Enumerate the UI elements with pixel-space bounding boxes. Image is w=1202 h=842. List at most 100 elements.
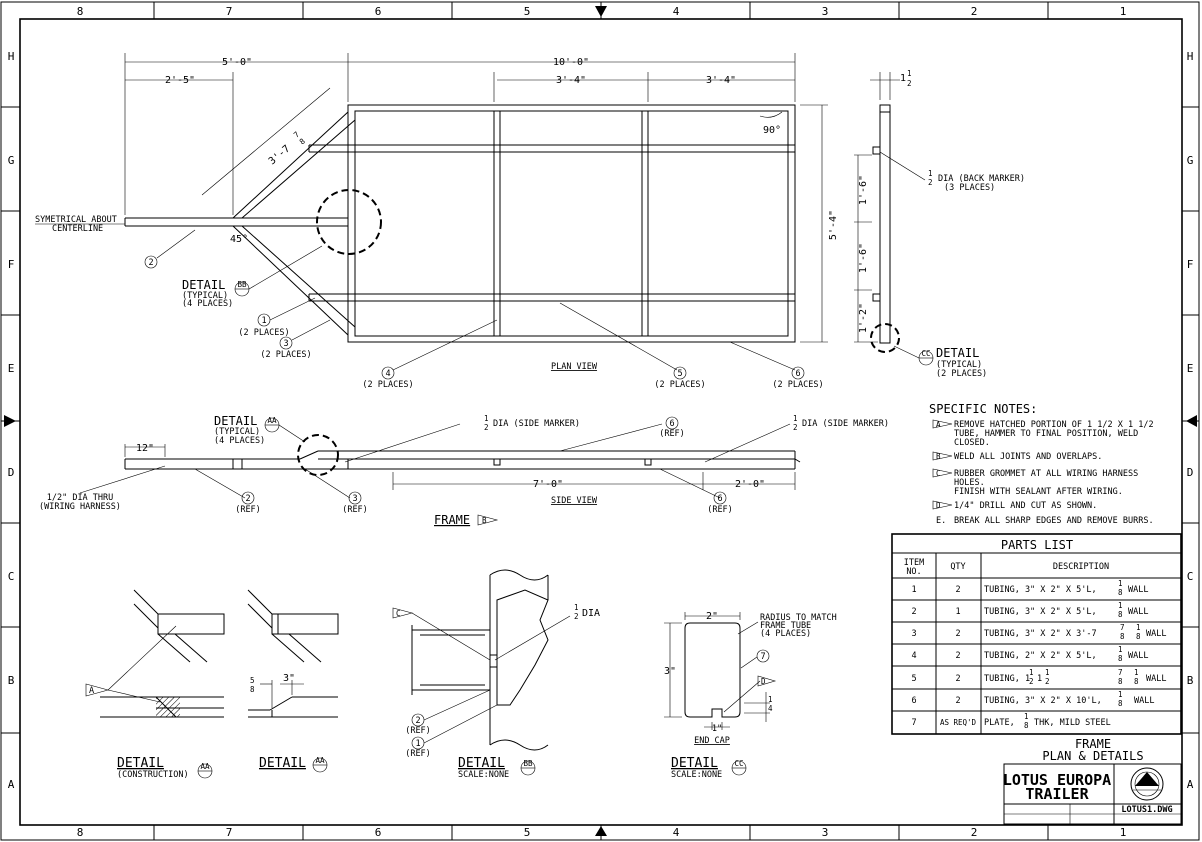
svg-text:THK, MILD STEEL: THK, MILD STEEL (1034, 718, 1111, 728)
svg-text:1: 1 (415, 739, 420, 749)
svg-text:1: 1 (955, 607, 960, 617)
svg-text:TUBING, 3" X 2" X 3'-7: TUBING, 3" X 2" X 3'-7 (984, 629, 1097, 639)
callout-note: (2 PLACES) (260, 350, 311, 360)
svg-text:WALL: WALL (1128, 585, 1148, 595)
svg-text:(TYPICAL): (TYPICAL) (182, 291, 228, 301)
svg-text:3'-7: 3'-7 (267, 143, 293, 167)
svg-text:DETAIL: DETAIL (117, 756, 164, 771)
note-line: CLOSED. (954, 438, 990, 448)
svg-text:7: 7 (1118, 668, 1123, 677)
col-label: 6 (375, 5, 382, 18)
row-label: G (8, 154, 15, 167)
svg-text:DIA (SIDE MARKER): DIA (SIDE MARKER) (493, 419, 580, 429)
svg-text:1: 1 (928, 169, 933, 178)
callout-number: 2 (148, 258, 153, 268)
drill-note: 1/2" DIA THRU (47, 493, 114, 503)
svg-text:6: 6 (911, 696, 916, 706)
col-label: 2 (971, 826, 978, 839)
svg-text:(2 PLACES): (2 PLACES) (936, 369, 987, 379)
svg-text:AS REQ'D: AS REQ'D (940, 718, 977, 727)
dim-label: 1'-6" (858, 175, 869, 205)
svg-text:2: 2 (955, 651, 960, 661)
detail-cc-marker (870, 323, 900, 353)
svg-text:1: 1 (1029, 668, 1034, 677)
center-arrow-icon (595, 6, 607, 17)
svg-text:4: 4 (768, 704, 773, 713)
col-label: 7 (226, 5, 233, 18)
svg-text:SCALE:NONE: SCALE:NONE (458, 770, 509, 780)
side-frame (124, 450, 801, 470)
dim-label: 1'-2" (858, 303, 869, 333)
svg-text:1: 1 (574, 603, 579, 612)
svg-text:8: 8 (1120, 632, 1125, 641)
svg-text:2: 2 (955, 674, 960, 684)
parts-list: PARTS LIST ITEM NO. QTY DESCRIPTION 1 2 … (891, 533, 1182, 735)
svg-text:(TYPICAL): (TYPICAL) (214, 427, 260, 437)
detail-aa-marker (297, 434, 339, 476)
view-title: PLAN VIEW (551, 362, 598, 372)
center-arrow-icon (1186, 415, 1197, 427)
svg-text:1: 1 (1134, 668, 1139, 677)
ref-label: (REF) (707, 505, 733, 515)
svg-text:TUBING, 3" X 2" X 5'L,: TUBING, 3" X 2" X 5'L, (984, 607, 1097, 617)
dim-label: 2'-5" (165, 75, 195, 86)
lotus-logo-icon (1130, 767, 1164, 801)
svg-text:(4 PLACES): (4 PLACES) (214, 436, 265, 446)
end-elevation: 1 1 2 1'-6" 1'-6" 1'-2" 1 2 DIA (BACK MA… (854, 69, 1025, 379)
svg-text:DETAIL: DETAIL (214, 414, 257, 428)
table-row: 3 2 TUBING, 3" X 2" X 3'-7 7 8 1 8 WALL (911, 623, 1166, 641)
svg-text:1: 1 (1024, 712, 1029, 721)
svg-text:CC: CC (921, 349, 930, 358)
dim-label: 45° (230, 234, 248, 245)
col-label: 3 (822, 826, 829, 839)
svg-text:7: 7 (292, 130, 301, 140)
svg-text:3": 3" (283, 673, 295, 684)
svg-text:(TYPICAL): (TYPICAL) (936, 360, 982, 370)
back-marker-note: 1 2 DIA (BACK MARKER) (3 PLACES) (928, 169, 1025, 193)
svg-text:7: 7 (1120, 623, 1125, 632)
svg-text:TUBING, 1: TUBING, 1 (984, 674, 1030, 684)
callout-number: 6 (717, 494, 722, 504)
svg-text:SCALE:NONE: SCALE:NONE (671, 770, 722, 780)
svg-text:1: 1 (484, 414, 489, 423)
svg-text:8: 8 (1118, 699, 1123, 708)
table-row: 7 AS REQ'D PLATE, 1 8 THK, MILD STEEL (911, 712, 1110, 730)
svg-text:2: 2 (955, 629, 960, 639)
table-row: 1 2 TUBING, 3" X 2" X 5'L, 1 8 WALL (911, 579, 1148, 597)
detail-aa-label: DETAIL AA (TYPICAL) (4 PLACES) (214, 414, 306, 446)
callout-number: 3 (352, 494, 357, 504)
svg-text:7: 7 (911, 718, 916, 728)
svg-text:BB: BB (523, 759, 533, 768)
svg-text:DETAIL: DETAIL (259, 756, 306, 771)
svg-text:FRAME TUBE: FRAME TUBE (760, 621, 811, 631)
svg-text:B: B (936, 452, 941, 461)
svg-text:AA: AA (267, 416, 277, 425)
detail-bb-marker (316, 189, 382, 255)
row-label: A (8, 778, 15, 791)
svg-text:DIA: DIA (582, 608, 600, 619)
row-label: F (1187, 258, 1194, 271)
callout-number: 3 (283, 339, 288, 349)
col-label: 4 (673, 826, 680, 839)
row-label: C (1187, 570, 1194, 583)
row-label: E (8, 362, 15, 375)
svg-text:2: 2 (1045, 677, 1050, 686)
callout-note: (2 PLACES) (238, 328, 289, 338)
col-label: 8 (77, 826, 84, 839)
svg-text:DETAIL: DETAIL (458, 756, 505, 771)
svg-text:1: 1 (1118, 601, 1123, 610)
svg-text:(4 PLACES): (4 PLACES) (182, 299, 233, 309)
svg-text:(REF): (REF) (405, 726, 431, 736)
svg-text:DIA (SIDE MARKER): DIA (SIDE MARKER) (802, 419, 889, 429)
svg-text:1: 1 (1136, 623, 1141, 632)
svg-text:3: 3 (911, 629, 916, 639)
callout-number: 6 (669, 419, 674, 429)
col-label: 5 (524, 826, 531, 839)
dim-label: 7'-0" (533, 479, 563, 490)
svg-text:AA: AA (200, 762, 210, 771)
header-desc: DESCRIPTION (1053, 562, 1109, 572)
svg-text:1: 1 (1118, 690, 1123, 699)
dim-label: 3'-4" (706, 75, 736, 86)
